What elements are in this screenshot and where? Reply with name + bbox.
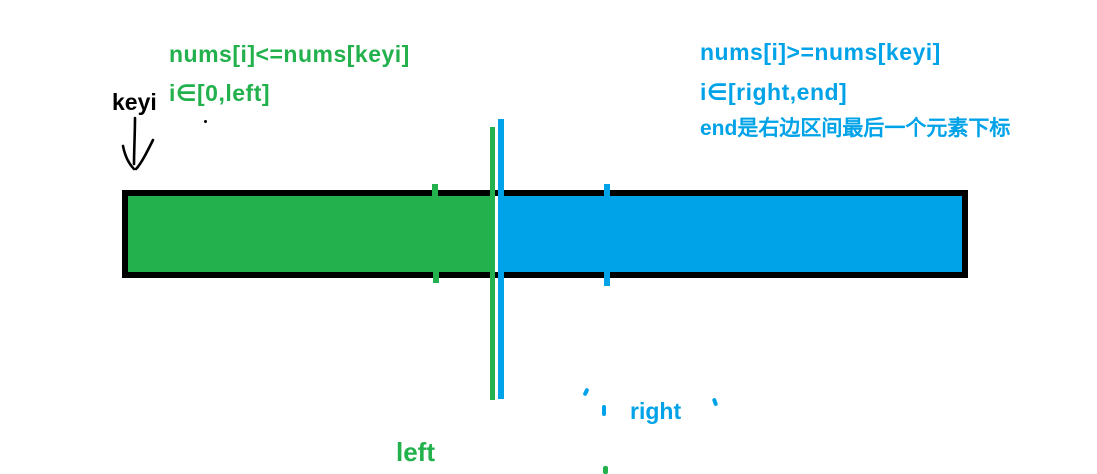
blue-tick-top: [604, 184, 610, 197]
right-partition-blue: [499, 196, 962, 272]
left-region-condition: nums[i]<=nums[keyi]: [169, 41, 410, 67]
right-boundary-line: [498, 119, 504, 399]
green-tick-top: [432, 184, 438, 198]
stray-blue-mark: [602, 405, 606, 416]
left-boundary-line: [490, 127, 495, 400]
array-bar: [122, 190, 968, 278]
right-pointer-label: right: [630, 398, 682, 424]
right-region-range: i∈[right,end]: [700, 79, 848, 105]
stray-blue-mark: [582, 387, 590, 397]
blue-tick-bottom: [604, 269, 610, 286]
stray-blue-mark: [711, 397, 719, 407]
stray-black-dot: [204, 120, 207, 123]
keyi-label: keyi: [112, 89, 157, 115]
stray-green-mark: [603, 466, 608, 474]
keyi-down-arrow-icon: [121, 116, 155, 171]
right-region-condition: nums[i]>=nums[keyi]: [700, 39, 941, 65]
left-partition-green: [128, 196, 494, 272]
left-pointer-label: left: [396, 437, 435, 467]
left-region-range: i∈[0,left]: [169, 80, 271, 106]
right-region-note: end是右边区间最后一个元素下标: [700, 117, 1011, 140]
green-tick-bottom: [433, 268, 439, 283]
partition-gap: [494, 196, 499, 272]
